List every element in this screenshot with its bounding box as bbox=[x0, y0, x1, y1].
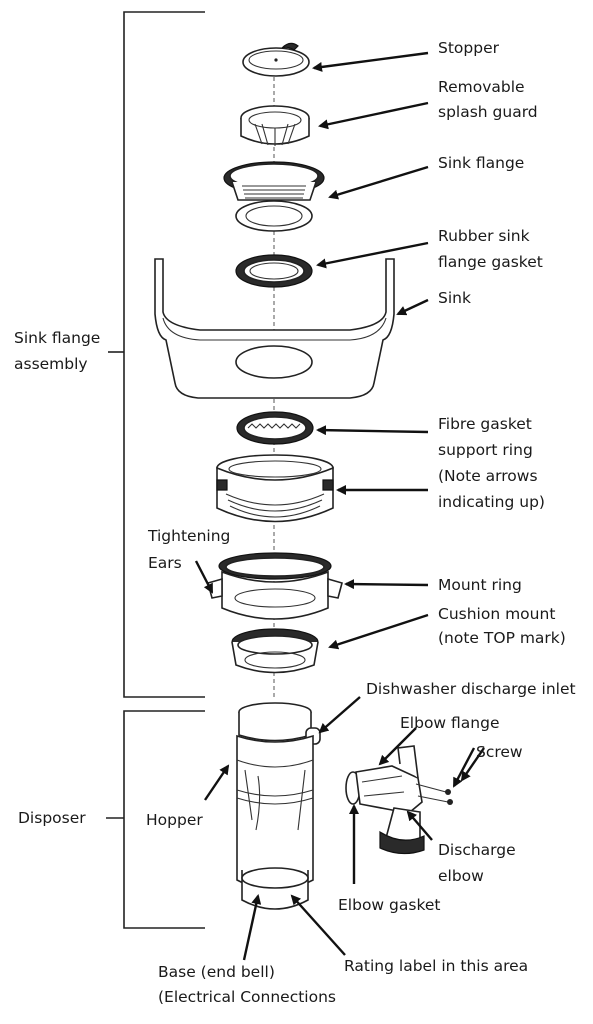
splash-guard-part bbox=[241, 106, 309, 146]
support-ring-part bbox=[217, 455, 333, 522]
label-elbow-gasket: Elbow gasket bbox=[338, 896, 440, 914]
label-splash-guard-2: splash guard bbox=[438, 103, 538, 121]
label-sink-flange-assembly-1: Sink flange bbox=[14, 329, 100, 347]
label-cushion-1: Cushion mount bbox=[438, 605, 555, 623]
fibre-gasket-part bbox=[237, 412, 313, 444]
label-hopper: Hopper bbox=[146, 811, 203, 829]
stopper-part bbox=[243, 43, 309, 76]
label-discharge-1: Discharge bbox=[438, 841, 516, 859]
label-stopper: Stopper bbox=[438, 39, 500, 57]
label-rubber-gasket-2: flange gasket bbox=[438, 253, 543, 271]
elbow-assembly-part bbox=[346, 746, 453, 854]
label-fibre-4: indicating up) bbox=[438, 493, 545, 511]
label-disposer: Disposer bbox=[18, 809, 86, 827]
sink-flange-part bbox=[224, 162, 324, 231]
label-sink-flange: Sink flange bbox=[438, 154, 524, 172]
label-fibre-2: support ring bbox=[438, 441, 533, 459]
label-rubber-gasket-1: Rubber sink bbox=[438, 227, 530, 245]
label-sink: Sink bbox=[438, 289, 471, 307]
label-elbow-flange: Elbow flange bbox=[400, 714, 500, 732]
rubber-gasket-part bbox=[236, 255, 312, 287]
label-sink-flange-assembly-2: assembly bbox=[14, 355, 88, 373]
label-base-2: (Electrical Connections bbox=[158, 988, 336, 1006]
disposer-part bbox=[237, 703, 320, 909]
label-screw: Screw bbox=[476, 743, 523, 761]
label-splash-guard-1: Removable bbox=[438, 78, 525, 96]
label-fibre-3: (Note arrows bbox=[438, 467, 538, 485]
label-cushion-2: (note TOP mark) bbox=[438, 629, 566, 647]
label-base-1: Base (end bell) bbox=[158, 963, 275, 981]
label-dishwasher-inlet: Dishwasher discharge inlet bbox=[366, 680, 576, 698]
label-rating: Rating label in this area bbox=[344, 957, 528, 975]
label-discharge-2: elbow bbox=[438, 867, 484, 885]
label-tightening-1: Tightening bbox=[147, 527, 230, 545]
label-mount-ring: Mount ring bbox=[438, 576, 522, 594]
cushion-mount-part bbox=[232, 629, 318, 673]
label-fibre-1: Fibre gasket bbox=[438, 415, 532, 433]
mount-ring-part bbox=[208, 553, 342, 619]
label-tightening-2: Ears bbox=[148, 554, 182, 572]
